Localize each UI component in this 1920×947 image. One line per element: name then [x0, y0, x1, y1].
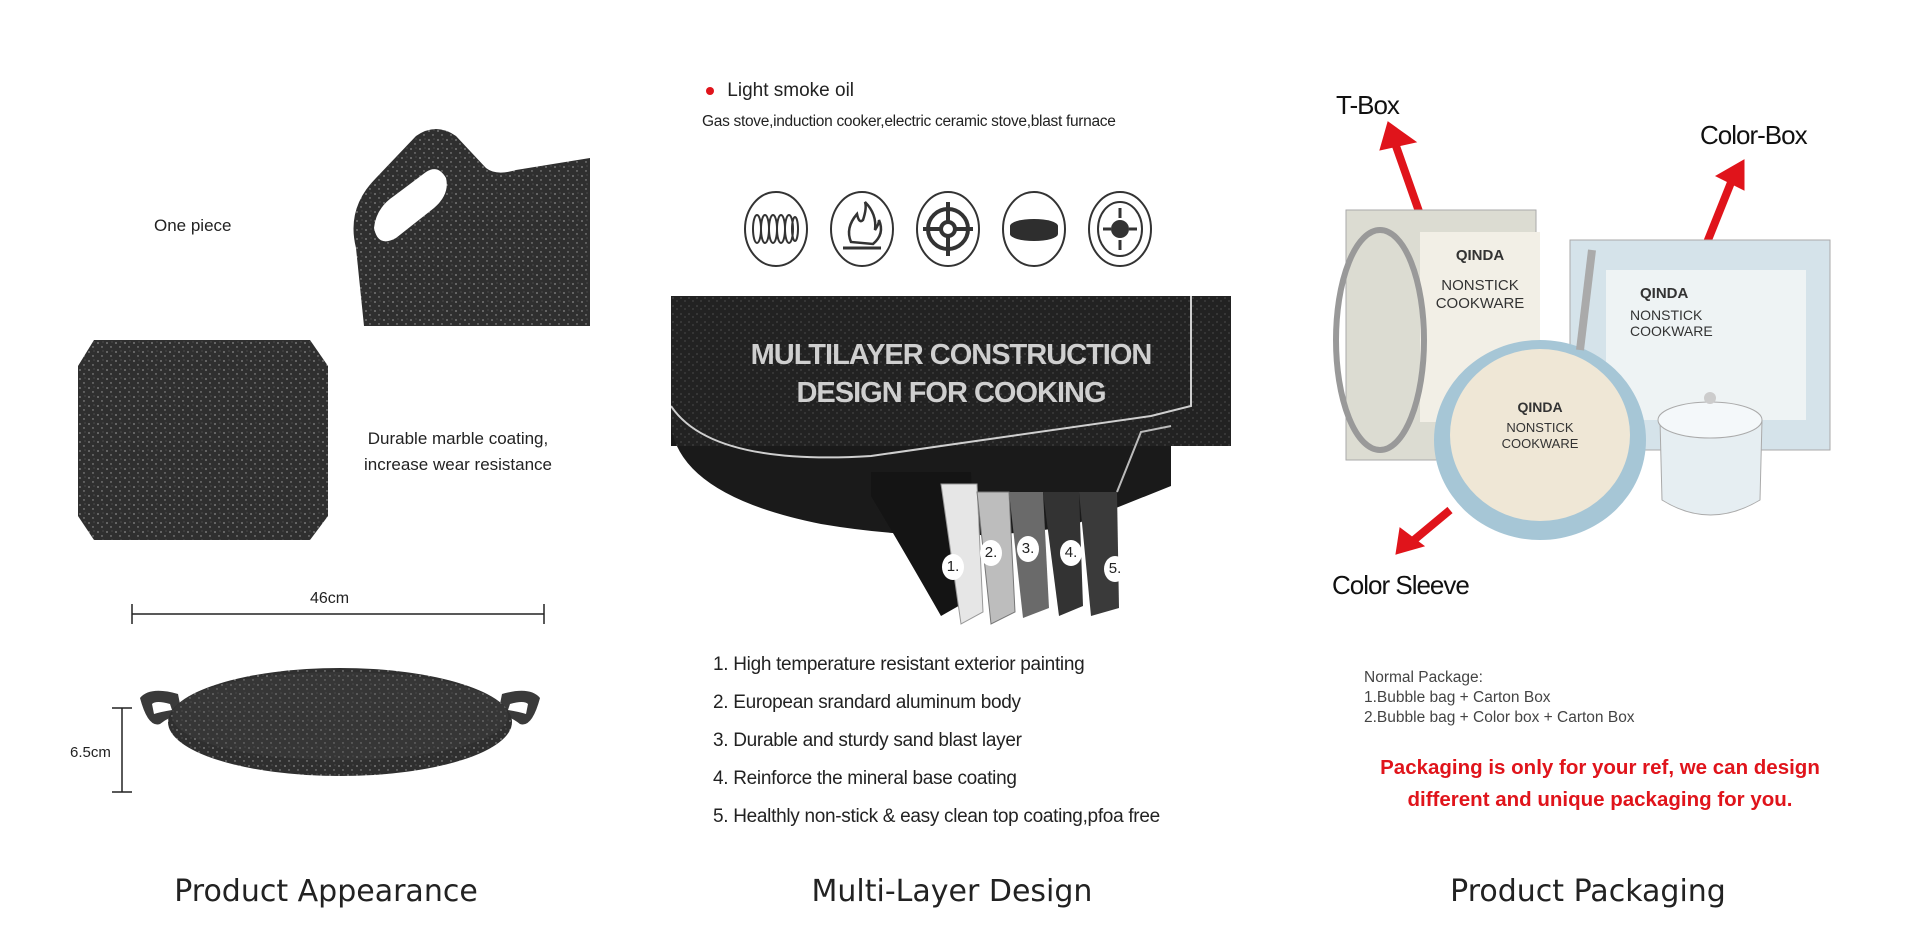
packaging-note-line-2: different and unique packaging for you. [1407, 788, 1793, 811]
layer-badge-4: 4. [1060, 540, 1082, 566]
normal-package-2: 2.Bubble bag + Color box + Carton Box [1364, 709, 1635, 726]
ceramic-plate-icon [1002, 191, 1066, 267]
colorbox-label: Color-Box [1700, 120, 1808, 150]
handle-closeup-image [353, 129, 590, 326]
one-piece-label: One piece [154, 216, 232, 235]
packaging-note-line-1: Packaging is only for your ref, we can d… [1380, 756, 1820, 779]
packaging-title: Product Packaging [1450, 874, 1726, 909]
sleeve-brand: QINDA [1517, 399, 1562, 415]
layer-badge-3: 3. [1017, 536, 1039, 562]
width-dimension-line [131, 604, 545, 624]
stove-types: Gas stove,induction cooker,electric cera… [702, 113, 1116, 130]
layer-item-4: 4. Reinforce the mineral base coating [713, 768, 1017, 789]
appearance-title: Product Appearance [174, 874, 478, 909]
sleeve-label: Color Sleeve [1332, 570, 1470, 600]
layer-item-5: 5. Healthly non-stick & easy clean top c… [713, 806, 1160, 827]
layer-badge-1: 1. [942, 554, 964, 580]
induction-icon [1088, 191, 1152, 267]
tbox-label: T-Box [1336, 90, 1400, 120]
colorbox-text-1: NONSTICK [1630, 307, 1703, 323]
packaging-photo: QINDA NONSTICK COOKWARE QINDA NONSTICK C… [1333, 121, 1831, 555]
tbox-text-1: NONSTICK [1441, 277, 1519, 294]
red-dot-icon [706, 86, 714, 95]
round-pan-image [140, 668, 540, 776]
tbox-text-2: COOKWARE [1436, 295, 1525, 312]
tbox-brand: QINDA [1456, 247, 1505, 264]
square-griddle-image [78, 340, 328, 540]
colorbox-text-2: COOKWARE [1630, 323, 1713, 339]
layer-badge-5: 5. [1104, 556, 1126, 582]
banner-line-2: DESIGN FOR COOKING [796, 377, 1106, 409]
width-label: 46cm [310, 590, 350, 607]
multilayer-title: Multi-Layer Design [811, 874, 1093, 909]
oil-label: Light smoke oil [727, 80, 855, 101]
layer-item-1: 1. High temperature resistant exterior p… [713, 654, 1085, 675]
packaging-note: Packaging is only for your ref, we can d… [1340, 752, 1860, 816]
oil-bullet-row: Light smoke oil [706, 80, 854, 102]
banner-text: MULTILAYER CONSTRUCTION DESIGN FOR COOKI… [671, 336, 1231, 412]
layer-item-2: 2. European srandard aluminum body [713, 692, 1021, 713]
banner-line-1: MULTILAYER CONSTRUCTION [750, 339, 1153, 371]
height-dimension-line [112, 707, 132, 793]
sleeve-text-2: COOKWARE [1502, 436, 1579, 451]
layer-item-3: 3. Durable and sturdy sand blast layer [713, 730, 1022, 751]
height-label: 6.5cm [70, 744, 111, 761]
coil-stove-icon [744, 191, 808, 267]
layer-badge-2: 2. [980, 540, 1002, 566]
coating-line-2: increase wear resistance [363, 455, 553, 474]
normal-package-block: Normal Package: 1.Bubble bag + Carton Bo… [1364, 668, 1635, 728]
colorbox-brand: QINDA [1640, 285, 1689, 302]
sleeve-text-1: NONSTICK [1506, 420, 1574, 435]
stove-icons-row [743, 190, 1153, 270]
flame-icon [830, 191, 894, 267]
normal-package-1: 1.Bubble bag + Carton Box [1364, 689, 1551, 706]
coating-line-1: Durable marble coating, [367, 429, 549, 448]
multilayer-pan-image [671, 296, 1231, 625]
normal-package-title: Normal Package: [1364, 669, 1483, 686]
layer-list: 1. High temperature resistant exterior p… [713, 652, 1160, 842]
coating-desc: Durable marble coating, increase wear re… [358, 426, 558, 478]
gas-burner-icon [916, 191, 980, 267]
